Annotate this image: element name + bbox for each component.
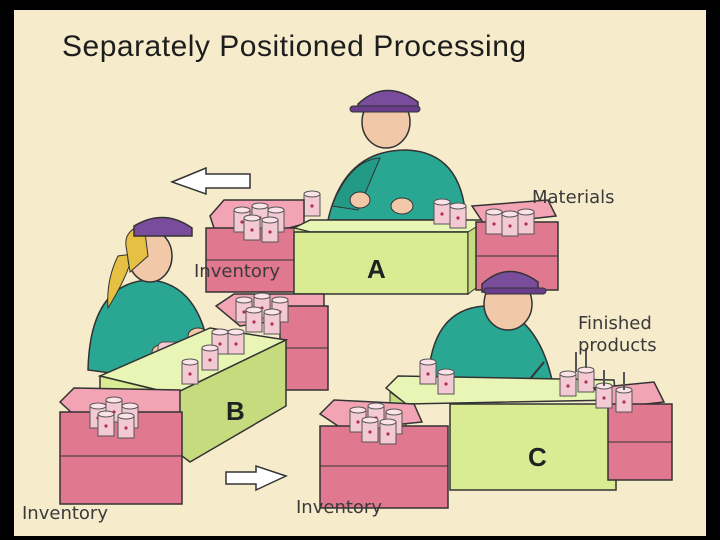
station-a-label: A: [367, 254, 386, 284]
station-c-table: [384, 348, 617, 491]
station-c-label: C: [528, 442, 547, 472]
station-c-bin-left: [318, 399, 449, 509]
station-a-table: [291, 219, 486, 295]
diagram-frame: Separately Positioned Processing: [14, 10, 706, 536]
station-a-bin-left: [205, 199, 305, 293]
station-c-bin-right: [592, 370, 673, 481]
diagram-title: Separately Positioned Processing: [62, 30, 527, 63]
process-illustration: [58, 89, 673, 509]
station-b-bin-top: [214, 292, 329, 391]
finished-products-label-line2: products: [578, 335, 657, 356]
station-b-bin-bottom: [58, 387, 183, 505]
flow-arrow-top: [169, 166, 251, 196]
station-a-worker: [303, 89, 467, 221]
station-c-worker: [427, 270, 553, 411]
finished-products-label-line1: Finished: [578, 313, 652, 334]
flow-arrow-bottom: [225, 464, 289, 492]
inventory-label-top: Inventory: [194, 261, 280, 282]
station-b-label: B: [226, 396, 245, 426]
inventory-label-bottom-left: Inventory: [22, 503, 108, 524]
inventory-label-bottom-center: Inventory: [296, 497, 382, 518]
materials-label: Materials: [532, 187, 615, 208]
